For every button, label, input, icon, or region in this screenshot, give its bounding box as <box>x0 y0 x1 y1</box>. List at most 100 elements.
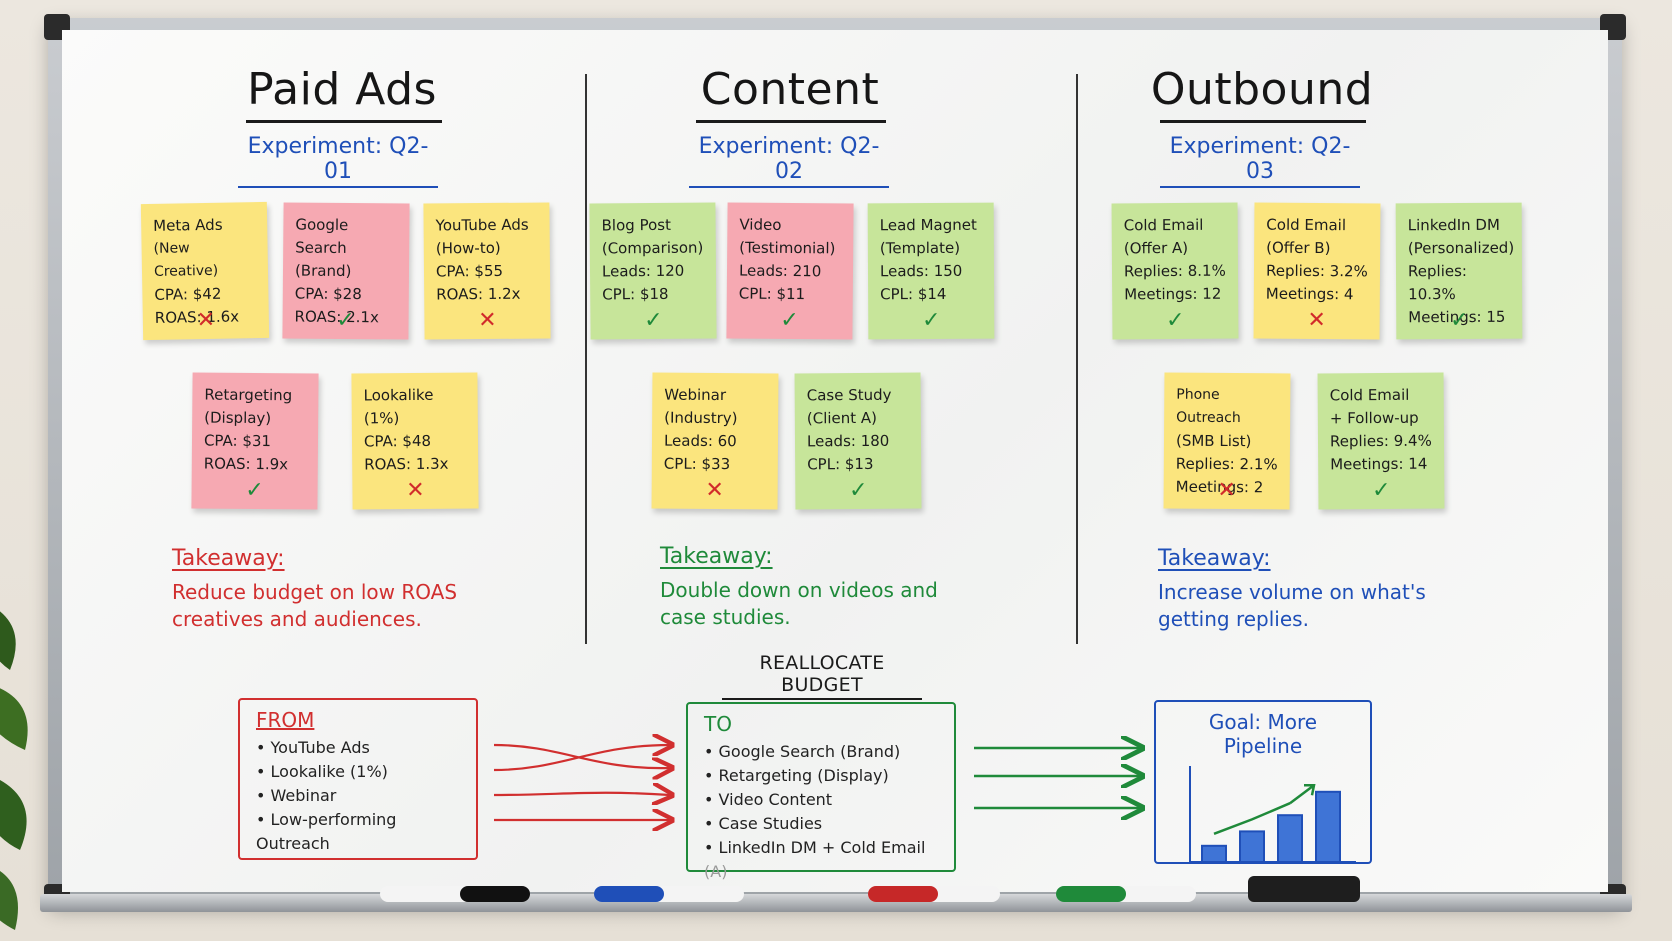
note-line: CPL: $18 <box>602 284 669 304</box>
note-line: Cold Email <box>1266 215 1347 235</box>
reallocate-heading: REALLOCATE BUDGET <box>722 652 922 700</box>
note-line: (Offer A) <box>1123 238 1189 258</box>
check-mark-icon: ✓ <box>1166 307 1185 334</box>
note-line: CPL: $11 <box>738 284 806 304</box>
note-line: Replies: 2.1% <box>1175 454 1278 474</box>
list-item: Google Search (Brand) <box>704 740 938 764</box>
note-line: YouTube Ads <box>435 215 529 235</box>
marker-tray <box>40 894 1632 912</box>
takeaway-text: Double down on videos and case studies. <box>660 577 938 631</box>
sticky-note[interactable]: Phone Outreach (SMB List) Replies: 2.1% … <box>1163 372 1291 510</box>
takeaway-line: Increase volume on what's <box>1158 580 1426 604</box>
note-line: Replies: 8.1% <box>1123 261 1226 281</box>
takeaway-line: creatives and audiences. <box>172 607 422 631</box>
note-line: Replies: 9.4% <box>1329 431 1432 451</box>
takeaway-text: Reduce budget on low ROAS creatives and … <box>172 579 457 633</box>
check-mark-icon: ✓ <box>780 307 799 334</box>
whiteboard: Paid Ads Experiment: Q2-01 Meta Ads (New… <box>62 30 1608 892</box>
red-marker[interactable] <box>868 886 1000 902</box>
note-line: CPA: $28 <box>294 284 362 304</box>
note-line: Replies: 10.3% <box>1407 261 1467 304</box>
note-line: + Follow-up <box>1329 408 1419 428</box>
x-mark-icon: ✕ <box>1307 307 1326 334</box>
note-line: (1%) <box>363 409 400 428</box>
takeaway-line: Reduce budget on low ROAS <box>172 580 458 604</box>
note-line: Retargeting <box>204 385 293 405</box>
note-line: (Testimonial) <box>739 238 836 258</box>
note-line: (New Creative) <box>153 240 219 280</box>
black-marker[interactable] <box>380 886 530 902</box>
green-arrows <box>974 748 1140 808</box>
sticky-note[interactable]: Video (Testimonial) Leads: 210 CPL: $11 … <box>726 202 854 340</box>
title-underline <box>696 120 886 123</box>
list-item: YouTube Ads <box>256 736 460 760</box>
takeaway-label: Takeaway: <box>1158 546 1271 571</box>
takeaway-label: Takeaway: <box>660 544 773 569</box>
to-title: TO <box>704 712 732 736</box>
check-mark-icon: ✓ <box>849 477 868 504</box>
sticky-note[interactable]: YouTube Ads (How-to) CPA: $55 ROAS: 1.2x… <box>423 202 551 340</box>
note-line: Video <box>739 215 782 234</box>
from-list: YouTube Ads Lookalike (1%) Webinar Low-p… <box>256 736 460 856</box>
x-mark-icon: ✕ <box>1217 477 1236 504</box>
note-line: (Client A) <box>806 408 878 428</box>
note-line: Meetings: 14 <box>1330 454 1428 474</box>
red-arrows <box>493 745 670 820</box>
list-item: Retargeting (Display) <box>704 764 938 788</box>
check-mark-icon: ✓ <box>921 307 941 334</box>
note-line: (Display) <box>204 408 272 428</box>
list-item: Video Content <box>704 788 938 812</box>
sticky-note[interactable]: Cold Email + Follow-up Replies: 9.4% Mee… <box>1317 372 1445 510</box>
note-line: CPA: $55 <box>435 261 504 281</box>
note-line: Leads: 120 <box>601 261 685 281</box>
sticky-note[interactable]: Webinar (Industry) Leads: 60 CPL: $33 ✕ <box>651 372 779 510</box>
note-line: (Comparison) <box>601 238 704 258</box>
note-line: Leads: 150 <box>879 261 963 281</box>
takeaway-text: Increase volume on what's getting replie… <box>1158 579 1426 633</box>
note-line: CPL: $14 <box>880 284 947 304</box>
takeaway-line: Double down on videos and <box>660 578 938 602</box>
whiteboard-eraser[interactable] <box>1248 876 1360 902</box>
column-title: Content <box>700 64 880 115</box>
chart-bar <box>1277 814 1303 863</box>
sticky-note[interactable]: Blog Post (Comparison) Leads: 120 CPL: $… <box>589 202 717 340</box>
sticky-note[interactable]: Lookalike (1%) CPA: $48 ROAS: 1.3x ✕ <box>351 372 479 510</box>
green-marker[interactable] <box>1056 886 1196 902</box>
sticky-note[interactable]: Meta Ads (New Creative) CPA: $42 ROAS: 1… <box>140 201 270 341</box>
note-line: (Industry) <box>664 408 738 428</box>
note-line: (Personalized) <box>1407 238 1515 258</box>
note-line: Case Study <box>806 385 892 405</box>
sticky-note[interactable]: Retargeting (Display) CPA: $31 ROAS: 1.9… <box>191 372 319 510</box>
column-divider <box>585 74 587 644</box>
sticky-note[interactable]: LinkedIn DM (Personalized) Replies: 10.3… <box>1395 202 1523 340</box>
sticky-note[interactable]: Cold Email (Offer A) Replies: 8.1% Meeti… <box>1111 202 1239 340</box>
note-line: CPL: $33 <box>663 454 731 474</box>
takeaway-label: Takeaway: <box>172 546 285 571</box>
note-line: (How-to) <box>435 238 501 258</box>
sticky-note[interactable]: Case Study (Client A) Leads: 180 CPL: $1… <box>794 372 922 510</box>
check-mark-icon: ✓ <box>644 307 663 334</box>
note-line: Lookalike <box>363 385 434 405</box>
blue-marker[interactable] <box>594 886 744 902</box>
sticky-note[interactable]: Cold Email (Offer B) Replies: 3.2% Meeti… <box>1253 202 1381 340</box>
note-line: (Template) <box>879 238 961 258</box>
sticky-note[interactable]: Google Search (Brand) CPA: $28 ROAS: 2.1… <box>282 202 410 340</box>
from-box: FROM YouTube Ads Lookalike (1%) Webinar … <box>238 698 478 860</box>
goal-box: Goal: More Pipeline <box>1154 700 1372 864</box>
title-underline <box>1160 120 1366 123</box>
note-line: Blog Post <box>601 215 671 235</box>
note-line: ROAS: 1.2x <box>436 284 521 304</box>
column-divider <box>1076 74 1078 644</box>
experiment-label: Experiment: Q2-03 <box>1160 134 1360 188</box>
note-line: CPL: $13 <box>807 454 874 474</box>
sticky-note[interactable]: Lead Magnet (Template) Leads: 150 CPL: $… <box>867 202 995 340</box>
title-underline <box>246 120 442 123</box>
takeaway-line: case studies. <box>660 605 791 629</box>
note-line: (Brand) <box>294 261 352 281</box>
chart-bar <box>1315 790 1341 863</box>
list-item-text: LinkedIn DM + Cold Email <box>718 838 926 857</box>
note-line: Leads: 210 <box>738 261 822 281</box>
chart-bar <box>1239 830 1265 864</box>
column-title: Outbound <box>1150 64 1374 115</box>
note-line: Leads: 180 <box>806 431 890 451</box>
